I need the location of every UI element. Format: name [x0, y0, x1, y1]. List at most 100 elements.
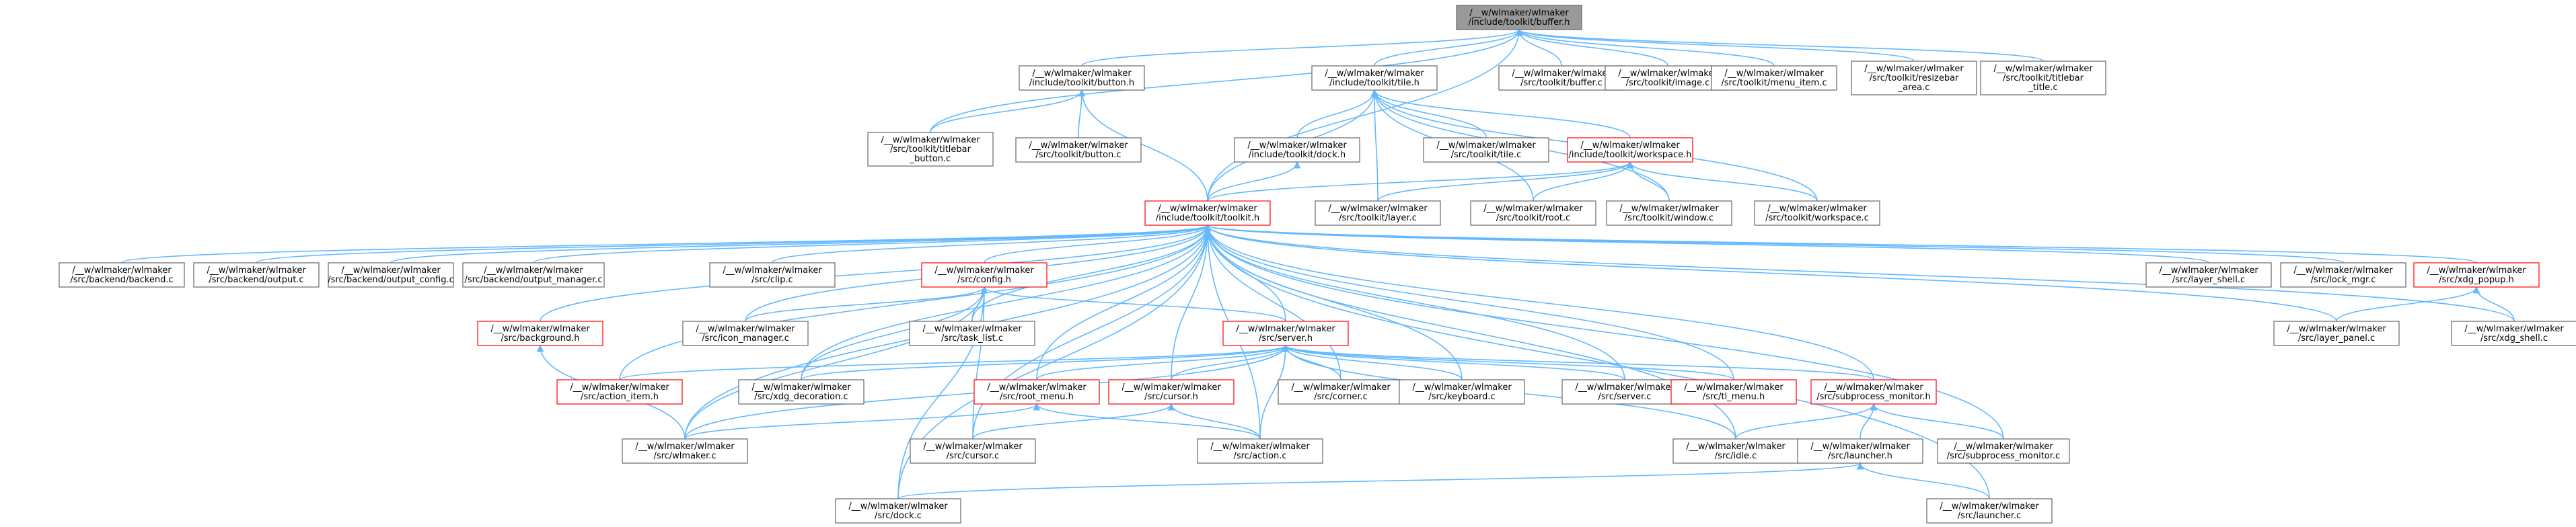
file-node-layer-c[interactable]: /__w/wlmaker/wlmaker/src/toolkit/layer.c	[1315, 200, 1441, 226]
file-node-action-c[interactable]: /__w/wlmaker/wlmaker/src/action.c	[1197, 438, 1323, 464]
dependency-edge	[1207, 161, 1301, 202]
file-node-label: _area.c	[1898, 83, 1930, 93]
file-node-background-h[interactable]: /__w/wlmaker/wlmaker/src/background.h	[477, 321, 603, 346]
file-node-button-c[interactable]: /__w/wlmaker/wlmaker/src/toolkit/button.…	[1015, 137, 1142, 163]
file-node-server-h[interactable]: /__w/wlmaker/wlmaker/src/server.h	[1222, 321, 1349, 346]
file-node-layer-panel-c[interactable]: /__w/wlmaker/wlmaker/src/layer_panel.c	[2273, 321, 2400, 346]
dependency-edge	[1856, 462, 1990, 499]
file-node-server-c[interactable]: /__w/wlmaker/wlmaker/src/server.c	[1561, 379, 1688, 405]
file-node-box	[910, 438, 1036, 464]
dependency-edge	[1078, 89, 1086, 138]
file-node-box	[1197, 438, 1323, 464]
file-node-window-c[interactable]: /__w/wlmaker/wlmaker/src/toolkit/window.…	[1606, 200, 1732, 226]
file-node-box	[1234, 137, 1360, 163]
file-node-layer-shell-c[interactable]: /__w/wlmaker/wlmaker/src/layer_shell.c	[2145, 262, 2272, 288]
file-node-resizebar-area-c[interactable]: /__w/wlmaker/wlmaker/src/toolkit/resizeb…	[1851, 60, 1977, 95]
file-node-root-menu-h[interactable]: /__w/wlmaker/wlmaker/src/root_menu.h	[973, 379, 1100, 405]
file-node-label: /include/toolkit/tile.h	[1329, 78, 1420, 88]
dependency-edge	[1033, 403, 1261, 440]
file-node-toolkit-h[interactable]: /__w/wlmaker/wlmaker/include/toolkit/too…	[1144, 200, 1271, 226]
file-node-label: /src/subprocess_monitor.c	[1947, 451, 2060, 461]
file-node-label: /src/tl_menu.h	[1703, 392, 1765, 402]
file-node-label: /src/idle.c	[1715, 451, 1757, 461]
file-node-label: /__w/wlmaker/wlmaker	[1824, 382, 1923, 393]
file-node-label: /__w/wlmaker/wlmaker	[1993, 64, 2093, 74]
file-node-titlebar-button-c[interactable]: /__w/wlmaker/wlmaker/src/toolkit/titleba…	[867, 132, 994, 167]
file-node-label: /src/dock.c	[875, 511, 922, 521]
dependency-edge	[2336, 286, 2480, 322]
file-node-label: /__w/wlmaker/wlmaker	[1412, 382, 1512, 393]
file-node-corner-c[interactable]: /__w/wlmaker/wlmaker/src/corner.c	[1278, 379, 1404, 405]
file-node-label: /__w/wlmaker/wlmaker	[1210, 442, 1310, 452]
file-node-subprocess-monitor-h[interactable]: /__w/wlmaker/wlmaker/src/subprocess_moni…	[1810, 379, 1937, 405]
file-node-label: /__w/wlmaker/wlmaker	[1483, 204, 1583, 214]
file-node-titlebar-title-c[interactable]: /__w/wlmaker/wlmaker/src/toolkit/titleba…	[1980, 60, 2106, 95]
dependency-edge	[619, 344, 1290, 380]
file-node-launcher-c[interactable]: /__w/wlmaker/wlmaker/src/launcher.c	[1926, 498, 2053, 524]
file-node-launcher-h[interactable]: /__w/wlmaker/wlmaker/src/launcher.h	[1797, 438, 1923, 464]
dependency-edge	[1282, 344, 1734, 380]
file-node-cursor-c[interactable]: /__w/wlmaker/wlmaker/src/cursor.c	[910, 438, 1036, 464]
file-node-icon-manager-c[interactable]: /__w/wlmaker/wlmaker/src/icon_manager.c	[682, 321, 809, 346]
file-node-subprocess-monitor-c[interactable]: /__w/wlmaker/wlmaker/src/subprocess_moni…	[1937, 438, 2070, 464]
file-node-label: /src/cursor.h	[1144, 392, 1198, 402]
file-node-menu-item-c[interactable]: /__w/wlmaker/wlmaker/src/toolkit/menu_it…	[1711, 65, 1837, 91]
file-node-box	[709, 262, 836, 288]
file-node-idle-c[interactable]: /__w/wlmaker/wlmaker/src/idle.c	[1672, 438, 1799, 464]
file-node-box	[1108, 379, 1235, 405]
file-node-box	[2145, 262, 2272, 288]
file-node-wlmaker-c[interactable]: /__w/wlmaker/wlmaker/src/wlmaker.c	[622, 438, 748, 464]
file-node-task-list-c[interactable]: /__w/wlmaker/wlmaker/src/task_list.c	[909, 321, 1035, 346]
file-node-output-config-c[interactable]: /__w/wlmaker/wlmaker/src/backend/output_…	[328, 262, 454, 288]
file-node-xdg-decoration-c[interactable]: /__w/wlmaker/wlmaker/src/xdg_decoration.…	[738, 379, 864, 405]
file-node-tile-h[interactable]: /__w/wlmaker/wlmaker/include/toolkit/til…	[1311, 65, 1438, 91]
file-node-config-h[interactable]: /__w/wlmaker/wlmaker/src/config.h	[921, 262, 1047, 288]
file-node-box	[1311, 65, 1438, 91]
file-node-label: /__w/wlmaker/wlmaker	[923, 442, 1023, 452]
file-node-dock-c[interactable]: /__w/wlmaker/wlmaker/src/dock.c	[835, 498, 961, 524]
file-node-image-c[interactable]: /__w/wlmaker/wlmaker/src/toolkit/image.c	[1605, 65, 1731, 91]
file-node-label: /__w/wlmaker/wlmaker	[987, 382, 1087, 393]
file-node-buffer-c[interactable]: /__w/wlmaker/wlmaker/src/toolkit/buffer.…	[1498, 65, 1625, 91]
file-node-root-c[interactable]: /__w/wlmaker/wlmaker/src/toolkit/root.c	[1470, 200, 1596, 226]
file-node-keyboard-c[interactable]: /__w/wlmaker/wlmaker/src/keyboard.c	[1399, 379, 1525, 405]
file-nodes: /__w/wlmaker/wlmaker/include/toolkit/buf…	[59, 5, 2576, 524]
file-node-label: /__w/wlmaker/wlmaker	[2427, 266, 2526, 276]
dependency-edge	[1370, 89, 1487, 138]
file-node-label: /src/clip.c	[751, 275, 793, 285]
file-node-xdg-popup-h[interactable]: /__w/wlmaker/wlmaker/src/xdg_popup.h	[2413, 262, 2540, 288]
file-node-workspace-h[interactable]: /__w/wlmaker/wlmaker/include/toolkit/wor…	[1567, 137, 1693, 163]
file-node-dock-h[interactable]: /__w/wlmaker/wlmaker/include/toolkit/doc…	[1234, 137, 1360, 163]
file-node-label: /include/toolkit/toolkit.h	[1156, 213, 1259, 223]
file-node-buffer-h[interactable]: /__w/wlmaker/wlmaker/include/toolkit/buf…	[1456, 5, 1582, 30]
file-node-box	[193, 262, 320, 288]
file-node-action-item-h[interactable]: /__w/wlmaker/wlmaker/src/action_item.h	[556, 379, 683, 405]
file-node-box	[1980, 60, 2106, 95]
file-node-label: /src/launcher.c	[1958, 511, 2022, 521]
file-node-label: /src/backend/output.c	[209, 275, 303, 285]
file-node-box	[1470, 200, 1596, 226]
file-node-box	[1144, 200, 1271, 226]
file-node-xdg-shell-c[interactable]: /__w/wlmaker/wlmaker/src/xdg_shell.c	[2451, 321, 2576, 346]
file-node-box	[1567, 137, 1693, 163]
file-node-box	[738, 379, 864, 405]
file-node-label: /src/background.h	[501, 333, 580, 343]
file-node-label: /__w/wlmaker/wlmaker	[635, 442, 735, 452]
file-node-tile-c[interactable]: /__w/wlmaker/wlmaker/src/toolkit/tile.c	[1423, 137, 1549, 163]
dependency-edge	[1370, 89, 1378, 202]
file-node-label: /__w/wlmaker/wlmaker	[723, 266, 822, 276]
file-node-output-manager-c[interactable]: /__w/wlmaker/wlmaker/src/backend/output_…	[462, 262, 605, 288]
file-node-output-c[interactable]: /__w/wlmaker/wlmaker/src/backend/output.…	[193, 262, 320, 288]
file-node-cursor-h[interactable]: /__w/wlmaker/wlmaker/src/cursor.h	[1108, 379, 1235, 405]
file-node-tl-menu-h[interactable]: /__w/wlmaker/wlmaker/src/tl_menu.h	[1670, 379, 1797, 405]
file-node-backend-c[interactable]: /__w/wlmaker/wlmaker/src/backend/backend…	[59, 262, 185, 288]
file-node-box	[2451, 321, 2576, 346]
file-node-clip-c[interactable]: /__w/wlmaker/wlmaker/src/clip.c	[709, 262, 836, 288]
file-node-workspace-c[interactable]: /__w/wlmaker/wlmaker/src/toolkit/workspa…	[1754, 200, 1880, 226]
file-node-label: /src/wlmaker.c	[653, 451, 716, 461]
file-node-button-h[interactable]: /__w/wlmaker/wlmaker/include/toolkit/but…	[1019, 65, 1145, 91]
file-node-box	[1672, 438, 1799, 464]
file-node-box	[622, 438, 748, 464]
dependency-edge	[1204, 224, 1874, 380]
file-node-lock-mgr-c[interactable]: /__w/wlmaker/wlmaker/src/lock_mgr.c	[2280, 262, 2406, 288]
